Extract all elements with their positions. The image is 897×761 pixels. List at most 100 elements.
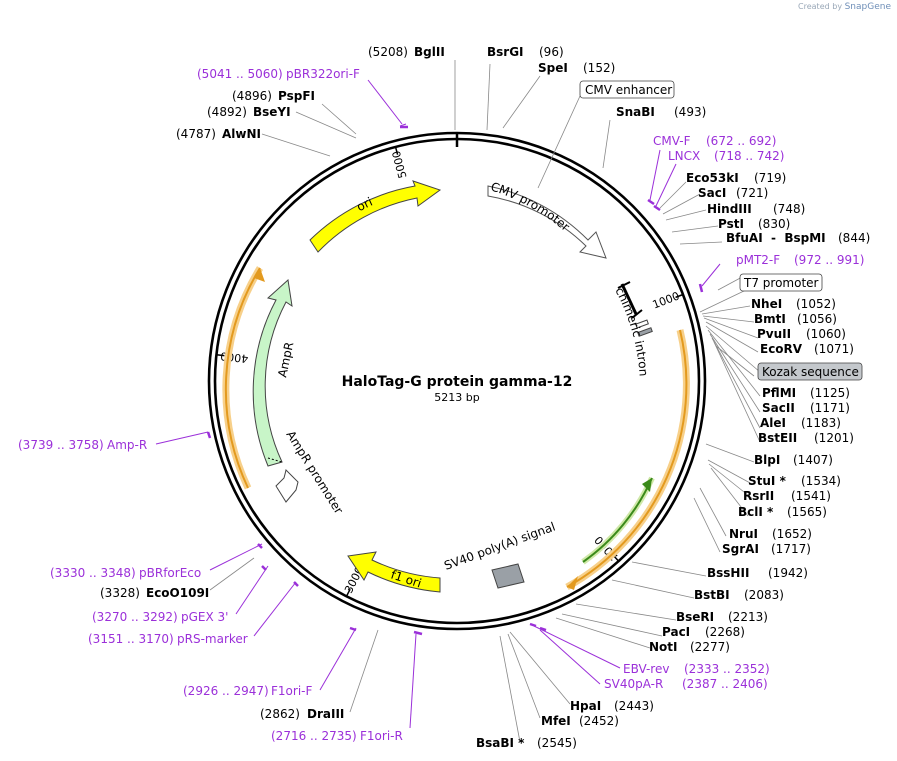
cmv-promoter-arrow[interactable] xyxy=(487,185,607,259)
site-pos-blpi: (1407) xyxy=(793,453,833,467)
chimeric-intron-cap-top xyxy=(617,281,631,289)
site-bseri[interactable]: BseRI xyxy=(676,610,714,624)
site-bmti[interactable]: BmtI xyxy=(754,312,786,326)
site-rsrii[interactable]: RsrII xyxy=(743,489,774,503)
site-nrui[interactable]: NruI xyxy=(729,527,758,541)
primer-range-prs-marker: (3151 .. 3170) xyxy=(88,632,174,646)
site-pos-bsshii: (1942) xyxy=(768,566,808,580)
site-psti[interactable]: PstI xyxy=(718,217,744,231)
label-ampr: AmpR xyxy=(275,341,296,379)
label-cmv-enhancer[interactable]: CMV enhancer xyxy=(585,83,672,97)
primer-pbrforeco[interactable]: pBRforEco xyxy=(139,566,201,580)
primer-prs-marker[interactable]: pRS-marker xyxy=(177,632,248,646)
site-bsteii[interactable]: BstEII xyxy=(758,431,797,445)
site-bsshii[interactable]: BssHII xyxy=(707,566,749,580)
site-nhei[interactable]: NheI xyxy=(751,297,782,311)
boxed-labels: CMV enhancer T7 promoter Kozak sequence xyxy=(579,80,863,381)
site-sacii[interactable]: SacII xyxy=(762,401,795,415)
site-blpi[interactable]: BlpI xyxy=(754,453,780,467)
site-saci[interactable]: SacI xyxy=(698,186,726,200)
primer-lines xyxy=(155,79,721,729)
site-pos-draiii: (2862) xyxy=(260,707,300,721)
site-bfuai-bspmi[interactable]: BfuAI - BspMI xyxy=(726,231,826,245)
site-pos-bseri: (2213) xyxy=(728,610,768,624)
site-pos-alei: (1183) xyxy=(801,416,841,430)
chimeric-intron-cap-bottom xyxy=(631,309,643,319)
site-pos-paci: (2268) xyxy=(705,625,745,639)
primer-labels: (5041 .. 5060) pBR322ori-F CMV-F (672 ..… xyxy=(18,67,864,743)
gprotein-orf-arrowhead xyxy=(642,478,652,492)
site-hpai[interactable]: HpaI xyxy=(570,699,601,713)
site-mfei[interactable]: MfeI xyxy=(541,714,571,728)
site-draiii[interactable]: DraIII xyxy=(307,707,344,721)
primer-ticks xyxy=(206,125,704,636)
site-spei[interactable]: SpeI xyxy=(538,61,568,75)
site-pspfi[interactable]: PspFI xyxy=(278,89,315,103)
site-pos-nhei: (1052) xyxy=(796,297,836,311)
tick-5000 xyxy=(394,146,399,155)
site-eco53ki[interactable]: Eco53kI xyxy=(686,171,739,185)
site-sgrai[interactable]: SgrAI xyxy=(722,542,759,556)
primer-range-f1ori-r: (2716 .. 2735) xyxy=(271,729,357,743)
site-alei[interactable]: AleI xyxy=(760,416,786,430)
site-pflmi[interactable]: PflMI xyxy=(762,386,796,400)
site-pvuii[interactable]: PvuII xyxy=(757,327,791,341)
site-pos-sacii: (1171) xyxy=(810,401,850,415)
t7-promoter-box xyxy=(739,273,823,292)
site-pos-bseyi: (4892) xyxy=(207,105,247,119)
site-pos-sgrai: (1717) xyxy=(771,542,811,556)
site-bcli[interactable]: BclI * xyxy=(738,505,774,519)
site-pos-bsrgi: (96) xyxy=(539,45,564,59)
primer-amp-r[interactable]: Amp-R xyxy=(107,438,147,452)
label-t7-promoter[interactable]: T7 promoter xyxy=(743,276,819,290)
site-pos-bfuai-bspmi: (844) xyxy=(838,231,870,245)
site-snabi[interactable]: SnaBI xyxy=(616,105,655,119)
label-kozak-sequence[interactable]: Kozak sequence xyxy=(762,365,859,379)
site-hindiii[interactable]: HindIII xyxy=(707,202,752,216)
primer-pbr322ori[interactable]: pBR322ori-F xyxy=(286,67,360,81)
site-ecorv[interactable]: EcoRV xyxy=(760,342,803,356)
site-bsabi[interactable]: BsaBI * xyxy=(476,736,525,750)
site-stui[interactable]: StuI * xyxy=(748,474,787,488)
site-ecoo109i[interactable]: EcoO109I xyxy=(146,586,209,600)
primer-sv40pa-r[interactable]: SV40pA-R xyxy=(604,677,663,691)
site-bstbi[interactable]: BstBI xyxy=(694,588,730,602)
primer-pmt2-f[interactable]: pMT2-F xyxy=(736,253,780,267)
primer-ebv-rev[interactable]: EBV-rev xyxy=(623,662,669,676)
label-ori: ori xyxy=(354,195,374,215)
tick-3000 xyxy=(345,588,351,597)
site-pos-bstbi: (2083) xyxy=(744,588,784,602)
site-paci[interactable]: PacI xyxy=(662,625,690,639)
site-alwni[interactable]: AlwNI xyxy=(222,127,261,141)
leader-lines xyxy=(209,60,761,743)
plasmid-length: 5213 bp xyxy=(434,391,479,404)
site-pos-rsrii: (1541) xyxy=(791,489,831,503)
site-noti[interactable]: NotI xyxy=(649,640,678,654)
chimeric-intron-bar[interactable] xyxy=(620,283,638,315)
t7-small-box xyxy=(635,319,649,329)
primer-f1ori-f[interactable]: F1ori-F xyxy=(271,684,312,698)
site-bseyi[interactable]: BseYI xyxy=(253,105,291,119)
label-f1-ori: f1 ori xyxy=(389,568,423,591)
site-bglii[interactable]: BglII xyxy=(414,45,445,59)
site-pos-pspfi: (4896) xyxy=(232,89,272,103)
site-pos-bglii: (5208) xyxy=(368,45,408,59)
site-pos-bsabi: (2545) xyxy=(537,736,577,750)
sv40-polya-box[interactable] xyxy=(491,563,525,589)
ampr-promoter-arrow[interactable] xyxy=(275,469,299,503)
primer-lncx[interactable]: LNCX xyxy=(668,149,700,163)
ampr-orf-arrowhead xyxy=(254,268,265,282)
snapgene-brand: SnapGene xyxy=(844,2,891,12)
primer-cmv-f[interactable]: CMV-F xyxy=(653,134,691,148)
snapgene-watermark: Created by SnapGene xyxy=(798,2,891,12)
halotag-orf-arc xyxy=(566,329,688,588)
site-bsrgi[interactable]: BsrGI xyxy=(487,45,524,59)
f1-ori-arrow[interactable] xyxy=(347,551,441,593)
label-cmv-promoter: CMV promoter xyxy=(489,179,572,233)
halotag-orf-arrowhead xyxy=(567,576,578,590)
ampr-arrow[interactable] xyxy=(252,279,293,467)
primer-f1ori-r[interactable]: F1ori-R xyxy=(360,729,403,743)
site-pos-eco53ki: (719) xyxy=(754,171,786,185)
primer-pgex3[interactable]: pGEX 3' xyxy=(181,610,228,624)
ori-arrow[interactable] xyxy=(309,180,442,253)
